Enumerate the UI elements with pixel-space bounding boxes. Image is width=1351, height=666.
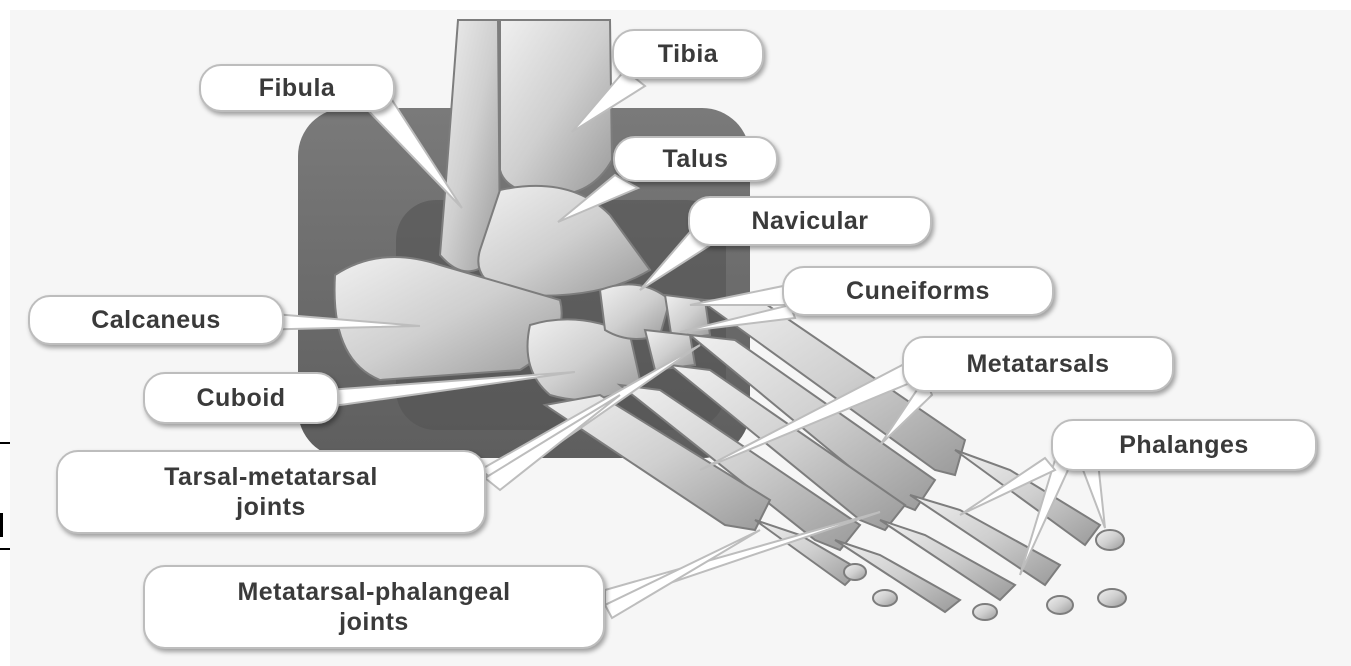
toe-tip-1 (1096, 530, 1124, 550)
edge-tick-upper (0, 442, 10, 444)
label-metatarsals: Metatarsals (902, 336, 1174, 392)
edge-tick-lower (0, 548, 10, 550)
label-tarsal-metatarsal-joints: Tarsal-metatarsal joints (56, 450, 486, 534)
label-calcaneus: Calcaneus (28, 295, 284, 345)
toe-tip-3 (1047, 596, 1073, 614)
label-tibia: Tibia (612, 29, 764, 79)
label-cuneiforms: Cuneiforms (782, 266, 1054, 316)
toe-tip-6 (844, 564, 866, 580)
toe-tip-2 (1098, 589, 1126, 607)
label-phalanges: Phalanges (1051, 419, 1317, 471)
label-metatarsal-phalangeal-joints: Metatarsal-phalangeal joints (143, 565, 605, 649)
toe-tip-5 (873, 590, 897, 606)
toe-tip-4 (973, 604, 997, 620)
label-navicular: Navicular (688, 196, 932, 246)
label-fibula: Fibula (199, 64, 395, 112)
label-cuboid: Cuboid (143, 372, 339, 424)
label-talus: Talus (613, 136, 778, 182)
edge-tick-mid (0, 513, 3, 537)
